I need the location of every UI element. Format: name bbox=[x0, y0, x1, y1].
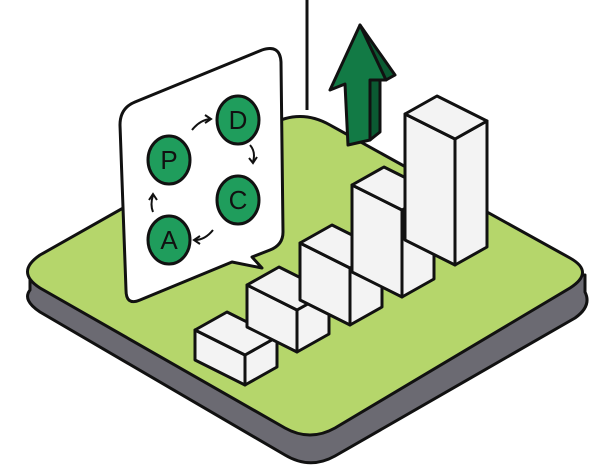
bar-1 bbox=[193, 310, 279, 387]
check-letter: C bbox=[229, 185, 248, 215]
do-letter: D bbox=[229, 105, 248, 135]
cycle-arrows bbox=[148, 114, 258, 245]
bar-group bbox=[193, 94, 489, 387]
speech-bubble bbox=[118, 47, 285, 304]
plan-letter: P bbox=[160, 145, 177, 175]
bar-right-face bbox=[453, 119, 489, 267]
act-circle: A bbox=[146, 214, 192, 266]
bar-top-face bbox=[193, 310, 279, 357]
up-arrow-icon bbox=[328, 23, 397, 147]
plan-circle: P bbox=[146, 134, 192, 186]
check-circle: C bbox=[215, 174, 261, 226]
act-letter: A bbox=[160, 225, 178, 255]
bar-top-face bbox=[403, 94, 489, 141]
bar-5 bbox=[403, 94, 489, 267]
do-circle: D bbox=[215, 94, 261, 146]
